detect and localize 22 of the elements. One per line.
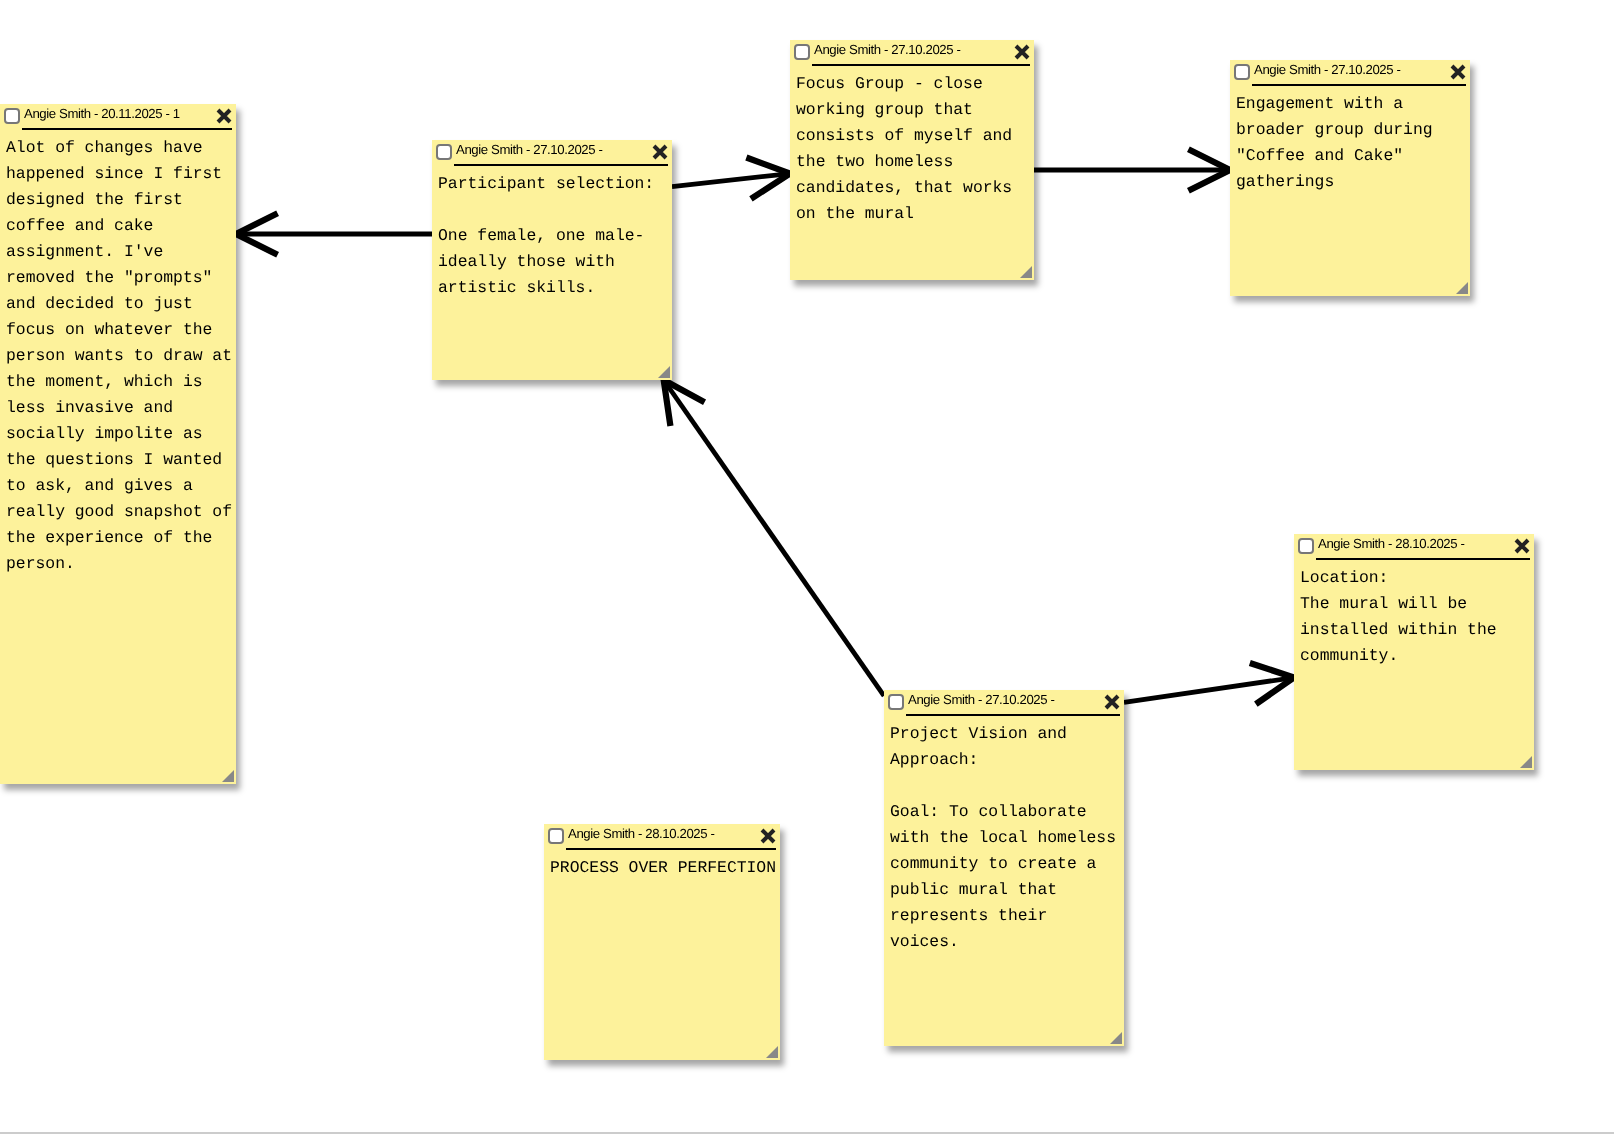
arrow	[1034, 146, 1234, 194]
sticky-note	[1230, 60, 1470, 296]
note-text: Goal: To collaborate with the local homeless community to create a public mural that represents their voices.	[890, 802, 1119, 956]
note-text: PROCESS OVER PERFECTION	[550, 858, 776, 882]
note-text: Focus Group - close working group that consists of myself and the two homeless candidates, that works on the mural	[796, 74, 1015, 228]
note-text: Alot of changes have happened since I first designed the first coffee and cake assignment. I've removed the "prompts" and decided to just focus on whatever the person wants to draw at the moment, which is less invasive and socially impolite as the questions I wanted to ask, and gives a really good snapshot of the experience of the person.	[6, 138, 232, 578]
note-text: Participant selection:	[438, 174, 657, 198]
note-text: One female, one male- ideally those with artistic skills.	[438, 226, 647, 302]
sticky-note	[544, 824, 780, 1060]
arrow	[671, 154, 794, 202]
arrow	[660, 376, 886, 698]
sticky-note	[1294, 534, 1534, 770]
note-text: Engagement with a broader group during "Coffee and Cake" gatherings	[1236, 94, 1435, 196]
note-text: Location:	[1300, 568, 1391, 592]
sticky-note	[432, 140, 672, 380]
arrow	[1123, 659, 1298, 708]
sticky-note	[790, 40, 1034, 280]
note-text: The mural will be installed within the community.	[1300, 594, 1499, 670]
sticky-note	[0, 104, 236, 784]
arrow	[232, 210, 432, 258]
note-text: Project Vision and Approach:	[890, 724, 1069, 774]
sticky-note	[884, 690, 1124, 1046]
